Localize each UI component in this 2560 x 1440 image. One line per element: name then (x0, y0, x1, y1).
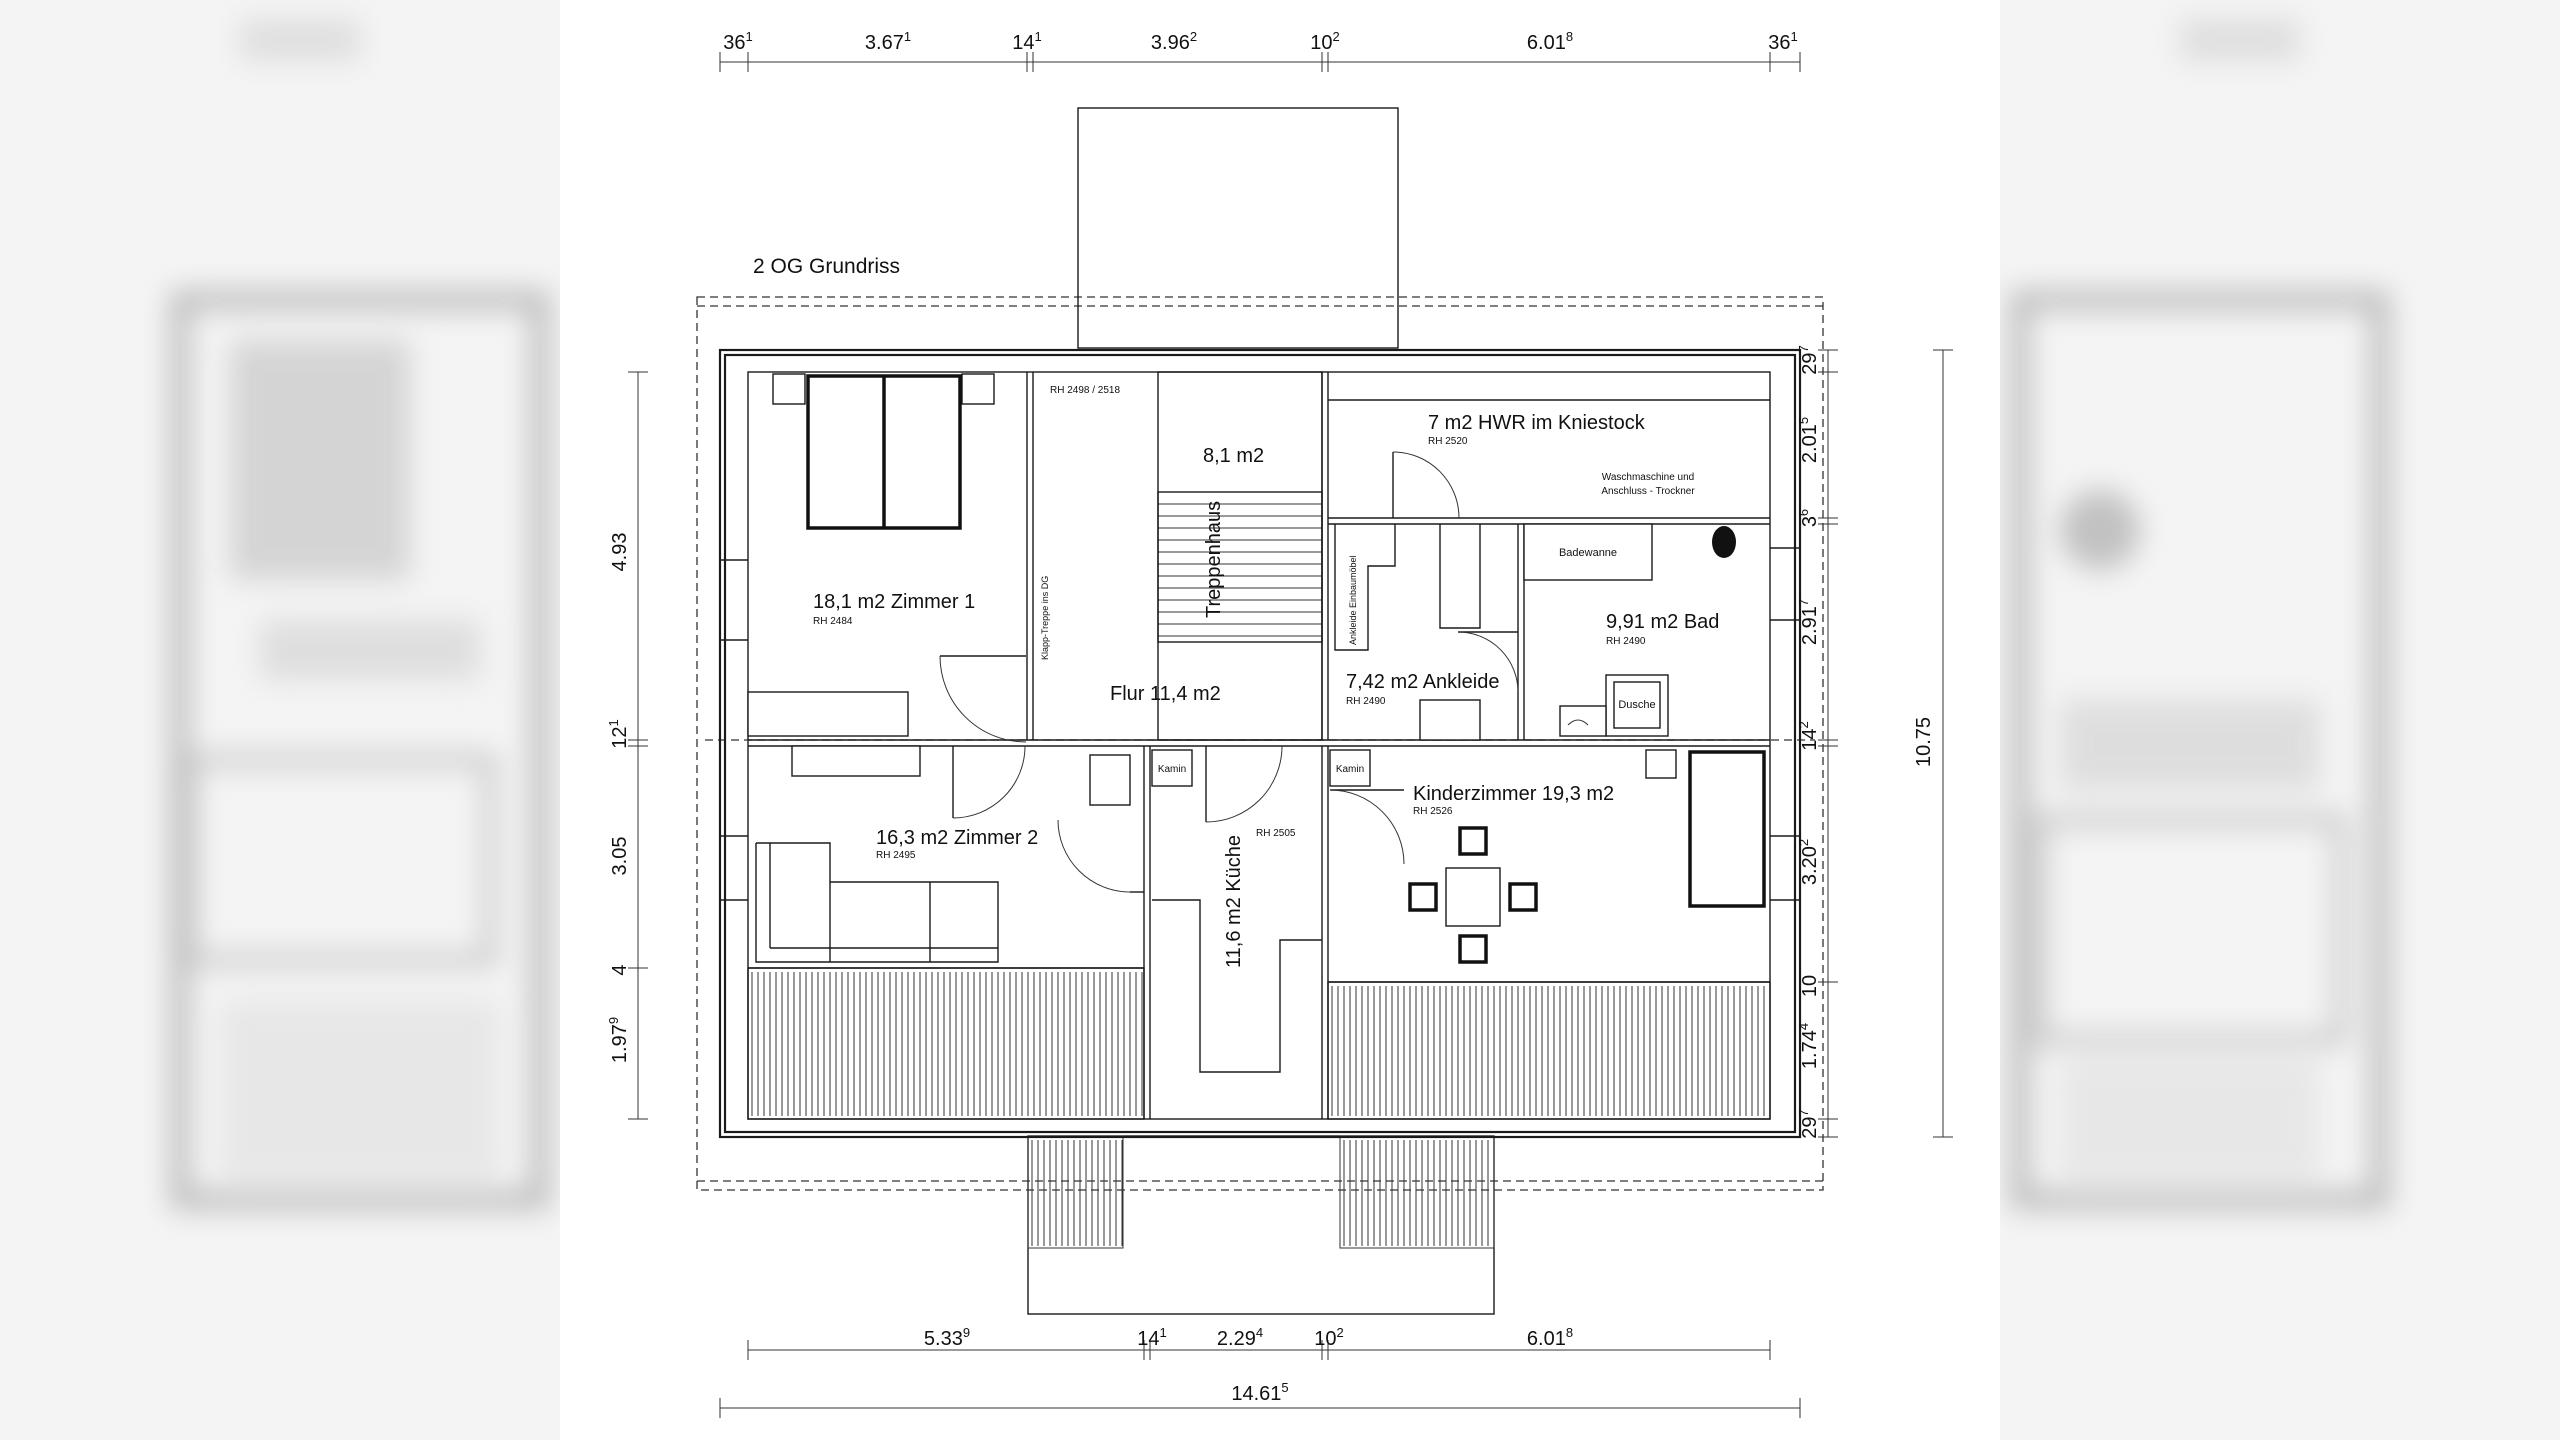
desk-zimmer-1 (747, 691, 909, 737)
label-bad: 9,91 m2 Bad (1606, 611, 1719, 633)
dim-left-0: 4.93 (609, 533, 631, 572)
dim-top-5: 6.018 (1527, 29, 1573, 54)
door-kueche (1205, 745, 1283, 823)
label-wasch-2: Anschluss - Trockner (1601, 486, 1695, 497)
label-badewanne: Badewanne (1559, 547, 1617, 559)
dim-right-4: 142 (1796, 721, 1821, 750)
door-ankleide (1457, 631, 1519, 693)
window-marks (720, 547, 1800, 901)
door-kinderzimmer (1329, 789, 1405, 865)
dim-right-0: 297 (1796, 345, 1821, 374)
cabinet-zimmer-2 (1089, 754, 1131, 806)
entrance-stairs (1027, 1135, 1495, 1315)
label-zimmer-1: 18,1 m2 Zimmer 1 (813, 591, 975, 613)
dim-left-1: 121 (606, 719, 631, 748)
label-kamin-kinder: Kamin (1336, 764, 1364, 775)
rh-kueche: RH 2505 (1256, 828, 1296, 839)
dim-right-5: 3.202 (1796, 839, 1821, 885)
dim-bottom-2: 2.294 (1217, 1325, 1263, 1350)
dim-top-1: 3.671 (865, 29, 911, 54)
staircase (1157, 371, 1323, 741)
door-zimmer-1 (939, 655, 1027, 743)
dim-total-height: 10.75 (1913, 717, 1935, 767)
label-kueche: 11,6 m2 Küche (1223, 835, 1245, 968)
label-klapp-treppe: Klapp-Treppe ins DG (1040, 576, 1050, 660)
rh-hwr: RH 2520 (1428, 436, 1468, 447)
dim-right-1: 2.015 (1796, 417, 1821, 463)
label-hwr: 7 m2 HWR im Kniestock (1428, 412, 1646, 434)
label-flur: Flur 11,4 m2 (1110, 683, 1221, 705)
dimension-lines (628, 52, 1953, 1418)
dim-right-8: 297 (1796, 1109, 1821, 1138)
label-kamin-kueche: Kamin (1158, 764, 1186, 775)
interior-walls (748, 372, 1770, 1119)
label-stair-area: 8,1 m2 (1203, 445, 1264, 467)
kamin-box-kueche (1151, 749, 1193, 787)
label-zimmer-2: 16,3 m2 Zimmer 2 (876, 827, 1038, 849)
kamin-box-kinder (1329, 749, 1371, 787)
dim-top-2: 141 (1012, 29, 1041, 54)
room-labels: 18,1 m2 Zimmer 1 RH 2484 RH 2498 / 2518 … (813, 385, 1719, 968)
dim-top-3: 3.962 (1151, 29, 1197, 54)
door-zimmer-2 (952, 745, 1026, 819)
rh-stair: RH 2498 / 2518 (1050, 385, 1120, 396)
label-treppenhaus: Treppenhaus (1203, 501, 1225, 618)
rh-ankleide: RH 2490 (1346, 696, 1386, 707)
door-kueche-2 (1057, 819, 1144, 893)
dim-top-4: 102 (1310, 29, 1339, 54)
dims-top: 361 3.671 141 3.962 102 6.018 361 (723, 29, 1797, 54)
wardrobe-ankleide (1334, 524, 1481, 741)
sofa-zimmer-2 (755, 842, 999, 963)
label-wasch-1: Waschmaschine und (1602, 472, 1694, 483)
bathroom-fixtures (1523, 523, 1736, 737)
table-chairs-kinderzimmer (1408, 826, 1538, 964)
dim-right-2: 36 (1796, 509, 1821, 527)
dim-right-6: 10 (1799, 975, 1821, 997)
bed-kinderzimmer (1645, 749, 1766, 908)
dim-left-2: 3.05 (609, 837, 631, 876)
dim-top-6: 361 (1768, 29, 1797, 54)
dim-total-width: 14.615 (1231, 1380, 1288, 1405)
rh-zimmer-1: RH 2484 (813, 616, 853, 627)
dims-bottom: 5.339 141 2.294 102 6.018 14.615 (924, 1325, 1573, 1405)
dim-right-3: 2.917 (1796, 599, 1821, 645)
dim-bottom-1: 141 (1137, 1325, 1166, 1350)
bed-zimmer-1 (772, 373, 995, 530)
dim-bottom-4: 6.018 (1527, 1325, 1573, 1350)
dims-left: 4.93 121 3.05 4 1.979 (606, 533, 631, 1064)
dim-right-7: 1.744 (1796, 1023, 1821, 1069)
dims-right: 297 2.015 36 2.917 142 3.202 10 1.744 29… (1796, 345, 1935, 1138)
kitchen-counter (1152, 899, 1322, 1073)
rh-kinderzimmer: RH 2526 (1413, 806, 1453, 817)
dim-left-4: 1.979 (606, 1017, 631, 1063)
label-dusche: Dusche (1618, 699, 1655, 711)
balcony-top (1077, 107, 1399, 349)
label-ankleide: 7,42 m2 Ankleide (1346, 671, 1499, 693)
door-hwr (1392, 451, 1460, 519)
floor-plan-stage: 2 OG Grundriss 361 3.671 141 3.962 102 6… (560, 0, 2000, 1440)
dim-left-3: 4 (609, 964, 631, 975)
plan-title: 2 OG Grundriss (753, 255, 900, 278)
dim-top-0: 361 (723, 29, 752, 54)
sideboard-zimmer-2 (791, 745, 921, 777)
label-kinderzimmer: Kinderzimmer 19,3 m2 (1413, 783, 1614, 805)
dim-bottom-0: 5.339 (924, 1325, 970, 1350)
label-einbaumoebel: Ankleide Einbaumöbel (1348, 555, 1358, 645)
rh-zimmer-2: RH 2495 (876, 850, 916, 861)
dim-bottom-3: 102 (1314, 1325, 1343, 1350)
rh-bad: RH 2490 (1606, 636, 1646, 647)
kniestock-hatch (747, 967, 1771, 1120)
floor-plan: 2 OG Grundriss 361 3.671 141 3.962 102 6… (606, 29, 1953, 1418)
